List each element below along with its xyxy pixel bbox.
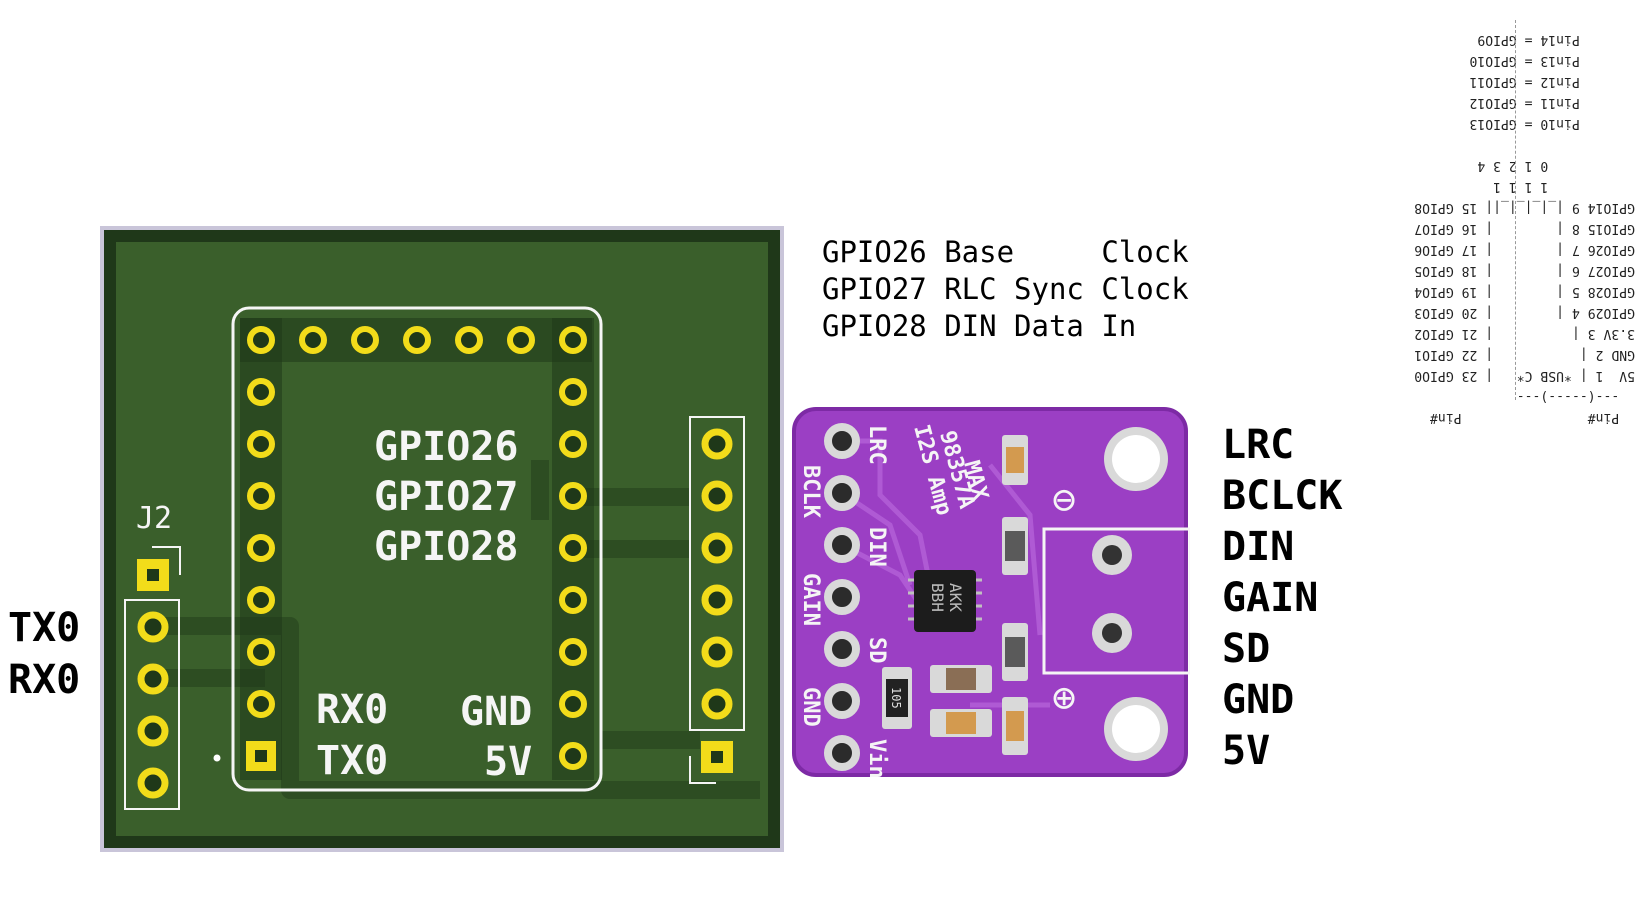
amp-minus-symbol: ⊖ [1052,477,1076,523]
right-label-gnd: GND [1222,677,1295,723]
amp-resistor-text: 105 [889,687,903,709]
right-header-pads [701,428,733,720]
amp-silk-sd: SD [864,637,889,664]
right-label-5v: 5V [1222,728,1271,774]
amp-plus-symbol: ⊕ [1052,675,1076,721]
module-outline [231,306,603,792]
amp-silk-gnd: GND [798,687,823,727]
right-label-sd: SD [1222,626,1271,672]
pcb-board: J2 GPIO26 GPIO27 GPIO28 RX0 TX0 GND 5V [100,226,784,852]
amp-chip [914,570,976,632]
mapping-line-gpio27: GPIO27 RLC Sync Clock [822,272,1189,306]
amp-smd-caps [882,435,1028,755]
right-label-din: DIN [1222,524,1295,570]
right-label-lrc: LRC [1222,422,1295,468]
right-label-bclck: BCLCK [1222,473,1343,519]
module-pads [247,326,587,770]
ascii-pinout-text: Pin# Pin# ---(-----)--- 5V 1 | *USB C* |… [1414,32,1635,425]
gpio-mapping-table: GPIO26 Base Clock GPIO27 RLC Sync Clock … [822,234,1189,345]
pcb-rx0-label: RX0 [316,687,388,733]
pcb-gpio27-label: GPIO27 [374,474,519,520]
pcb-tx0-label: TX0 [316,738,388,784]
amp-silk-vin: Vin [864,739,889,779]
ascii-pinout-diagram: Pin# Pin# ---(-----)--- 5V 1 | *USB C* |… [1270,18,1635,428]
amp-mount-holes [1092,427,1168,761]
amp-chip-text-1: AKK [946,583,965,612]
right-header-corner [689,756,716,784]
ascii-grid-line [1515,20,1517,400]
j2-pads [137,611,169,799]
amp-silk-din: DIN [864,527,889,567]
pcb-gpio28-label: GPIO28 [374,524,519,570]
left-tx0-label: TX0 [8,605,81,651]
amp-pin-holes [824,423,860,771]
amp-chip-text-2: BBH [928,583,947,612]
left-rx0-label: RX0 [8,657,81,703]
j2-outline [124,599,180,810]
pcb-gpio26-label: GPIO26 [374,424,519,470]
amp-board: LRC BCLK DIN GAIN SD GND Vin MAX 98357A … [792,407,1190,779]
right-header-outline [689,416,745,731]
j2-corner [152,546,181,575]
pcb-5v-label: 5V [484,739,532,785]
amp-silk-lrc: LRC [864,425,889,465]
amp-pin-label-list: LRC BCLCK DIN GAIN SD GND 5V [1222,425,1342,782]
mapping-line-gpio26: GPIO26 Base Clock [822,235,1189,269]
amp-silk-gain: GAIN [798,573,823,626]
amp-silk-bclk: BCLK [798,465,823,519]
mapping-line-gpio28: GPIO28 DIN Data In [822,309,1137,343]
j2-label: J2 [136,501,172,536]
pcb-gnd-label: GND [460,689,532,735]
pin1-dot [213,754,221,762]
right-label-gain: GAIN [1222,575,1319,621]
amp-terminal-outline [1042,527,1190,675]
